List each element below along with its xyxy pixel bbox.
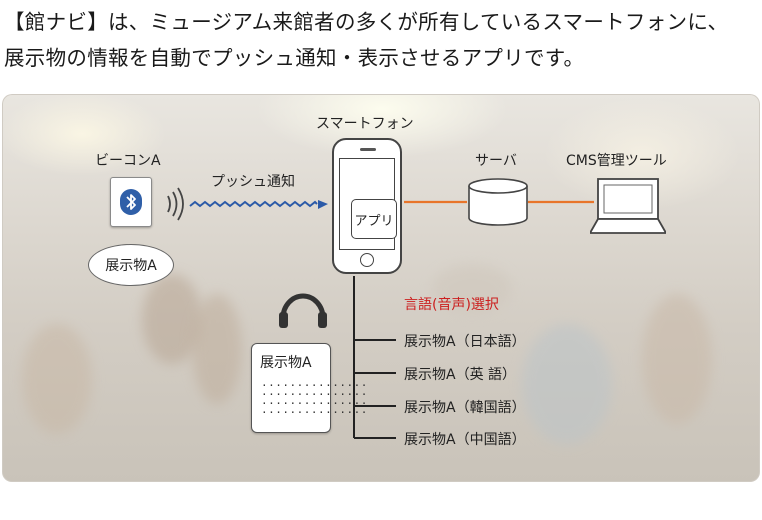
background-figure (22, 324, 92, 434)
exhibit-oval: 展示物A (88, 244, 174, 286)
background-figure (522, 324, 612, 444)
push-wave (189, 200, 318, 208)
smartphone-icon: アプリ (332, 138, 402, 274)
language-select-title: 言語(音声)選択 (404, 297, 499, 313)
background-figure (192, 294, 242, 404)
server-label: サーバ (475, 153, 517, 169)
push-label: プッシュ通知 (211, 174, 295, 190)
laptop-icon (590, 178, 666, 234)
intro-line-1: 【館ナビ】は、ミュージアム来館者の多くが所有しているスマートフォンに、 (4, 10, 729, 34)
push-arrowhead (318, 200, 328, 209)
cms-label: CMS管理ツール (566, 153, 667, 169)
bluetooth-icon (120, 189, 142, 215)
card-title: 展示物A (260, 355, 312, 371)
server-icon (468, 178, 528, 226)
card-text-lines: ............... ............... ........… (261, 376, 368, 416)
beacon-label: ビーコンA (95, 153, 161, 169)
diagram-panel (2, 94, 760, 482)
phone-screen: アプリ (339, 158, 397, 250)
intro-text: 【館ナビ】は、ミュージアム来館者の多くが所有しているスマートフォンに、 展示物の… (4, 4, 760, 76)
home-button-icon (360, 253, 374, 267)
intro-line-2: 展示物の情報を自動でプッシュ通知・表示させるアプリです。 (4, 46, 585, 70)
headphones-icon (279, 293, 327, 328)
language-option-english: 展示物A（英 語） (404, 367, 517, 383)
phone-label: スマートフォン (316, 116, 414, 132)
background-display (432, 264, 512, 314)
language-option-korean: 展示物A（韓国語） (404, 400, 526, 416)
language-option-japanese: 展示物A（日本語） (404, 334, 526, 350)
language-option-chinese: 展示物A（中国語） (404, 432, 526, 448)
app-box: アプリ (351, 199, 397, 239)
exhibit-card: 展示物A ............... ............... ...… (251, 343, 367, 433)
background-figure (642, 294, 712, 424)
beacon-device (110, 177, 152, 227)
phone-speaker (360, 148, 376, 151)
